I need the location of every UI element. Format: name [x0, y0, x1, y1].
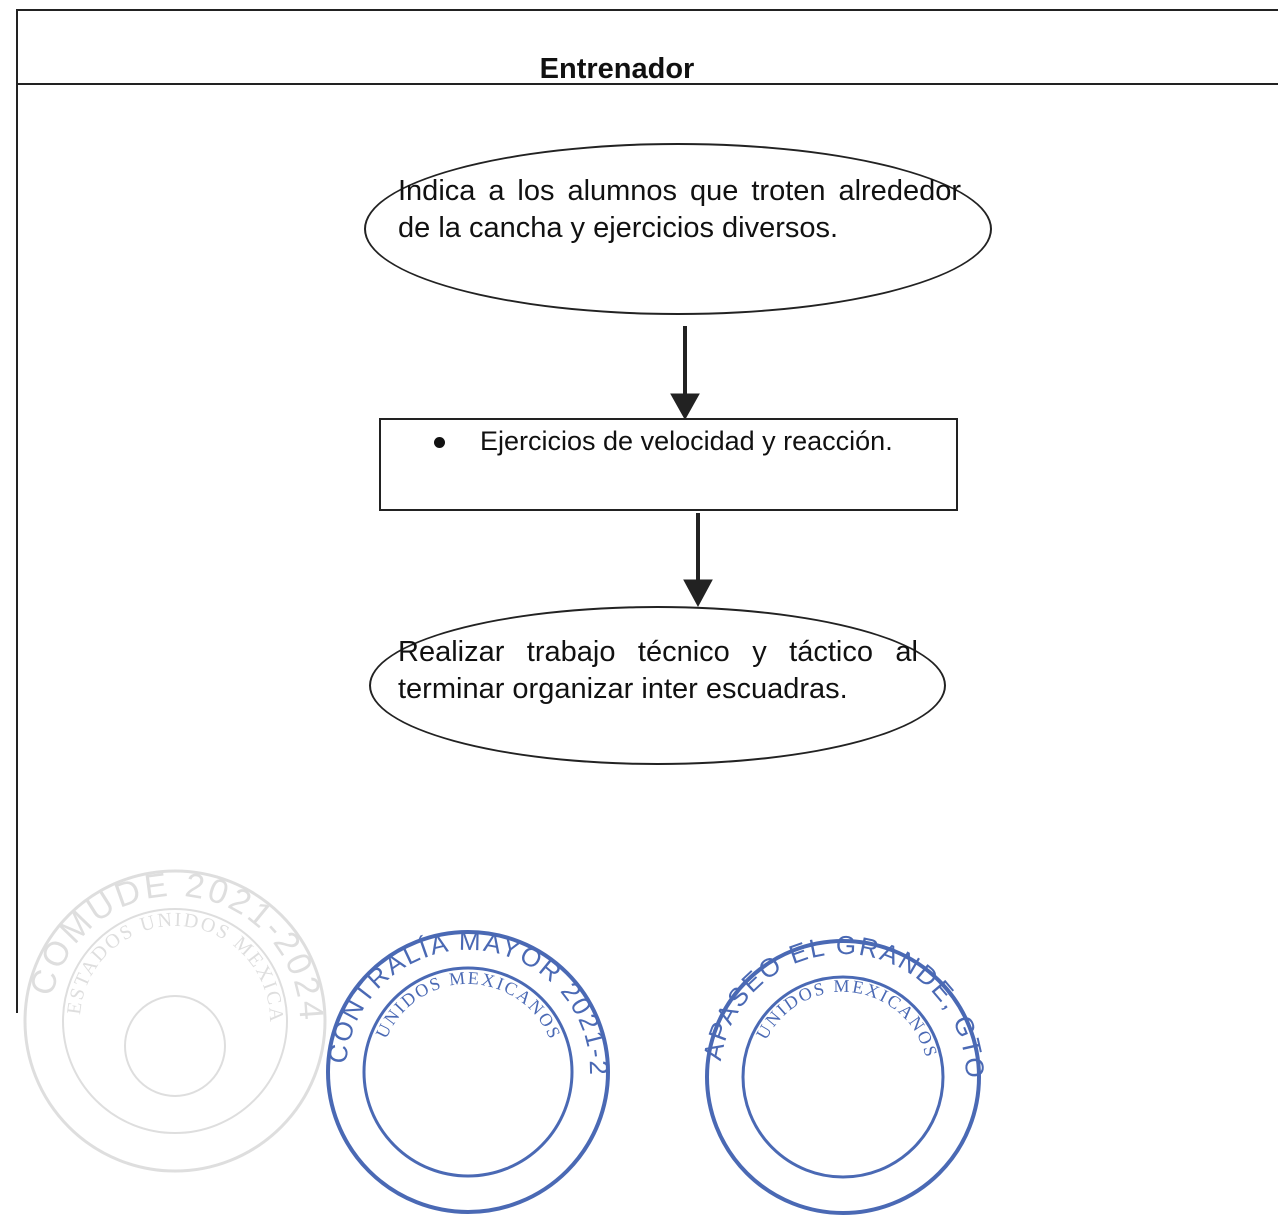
step-3-text: Realizar trabajo técnico y táctico al te… — [398, 636, 918, 705]
step-2-text: Ejercicios de velocidad y reacción. — [480, 426, 893, 456]
bullet-icon — [434, 437, 445, 448]
step-1-text: Indica a los alumnos que troten alrededo… — [398, 175, 961, 244]
svg-text:UNIDOS MEXICANOS: UNIDOS MEXICANOS — [752, 976, 942, 1061]
end-terminator — [369, 606, 946, 765]
contraloria-seal-stamp: CONTRALÍA MAYOR 2021-2024 UNIDOS MEXICAN… — [318, 922, 612, 1214]
apaseo-seal-stamp: APASEO EL GRANDE, GTO. UNIDOS MEXICANOS — [698, 932, 988, 1215]
header-row: Entrenador — [16, 9, 1278, 85]
process-box — [379, 418, 958, 511]
lane-title: Entrenador — [539, 53, 695, 85]
page-frame — [16, 9, 1278, 1013]
comude-seal-stamp: COMUDE 2021-2024 ESTADOS UNIDOS MEXICANO… — [10, 856, 327, 1173]
svg-text:APASEO EL GRANDE, GTO.: APASEO EL GRANDE, GTO. — [698, 932, 988, 1081]
start-terminator — [364, 143, 992, 315]
svg-text:UNIDOS MEXICANOS: UNIDOS MEXICANOS — [372, 968, 566, 1043]
